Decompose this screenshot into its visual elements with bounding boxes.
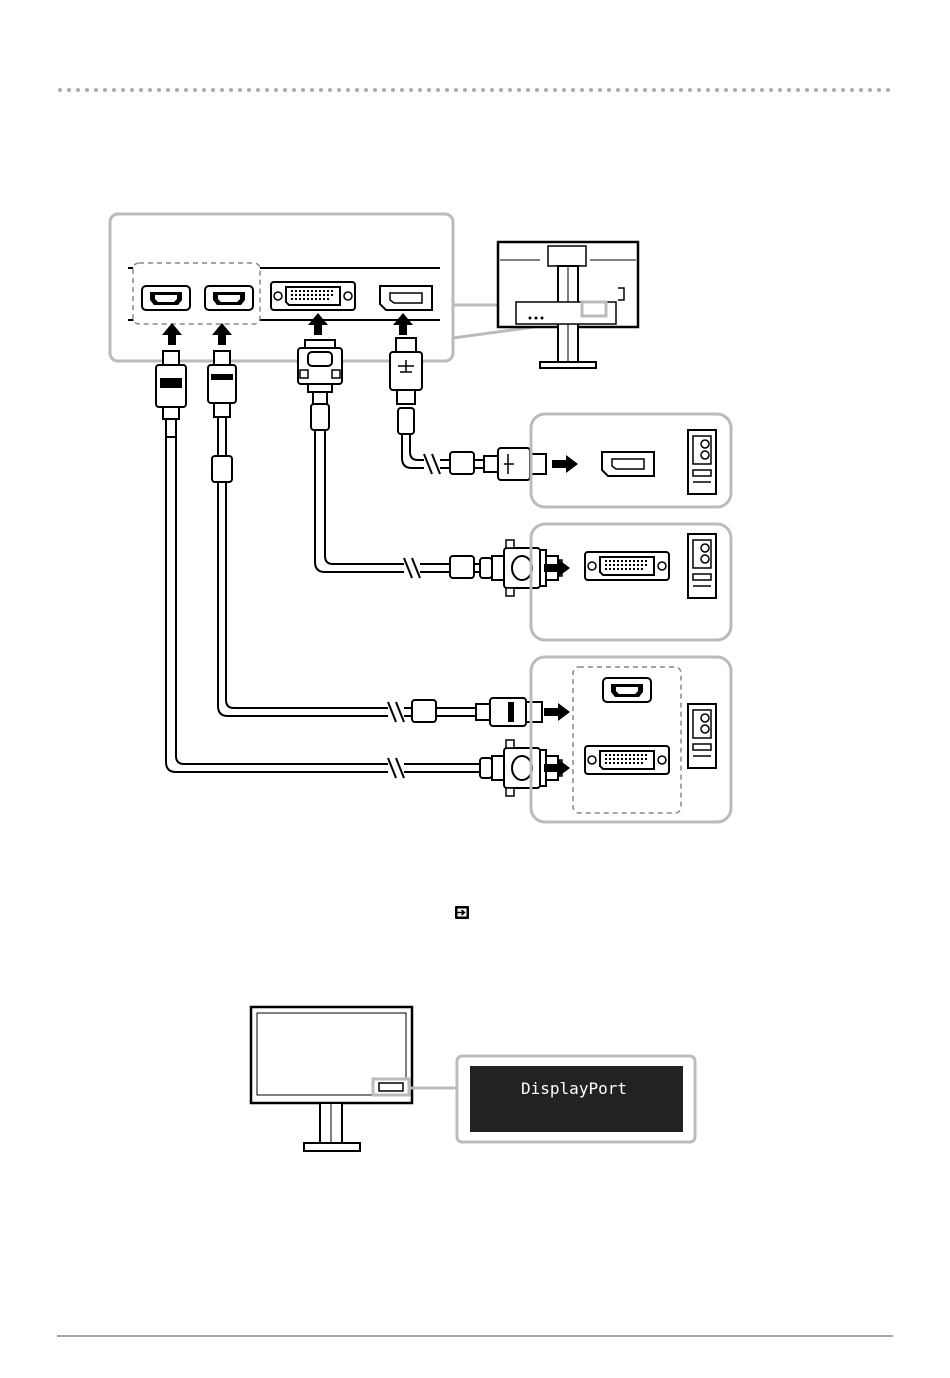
arrow-up-icon xyxy=(393,313,413,335)
arrow-right-icon xyxy=(552,455,578,473)
dvi-port xyxy=(585,746,669,774)
arrow-up-icon xyxy=(162,323,182,345)
hdmi-port xyxy=(603,678,651,702)
displayport-port xyxy=(602,452,654,476)
input-select-icon xyxy=(455,906,469,919)
pc-tower-icon xyxy=(688,704,716,768)
dvi-port xyxy=(271,282,355,310)
input-signal-panel: DisplayPort xyxy=(457,1056,695,1142)
pc-panel-hdmi-dvi xyxy=(531,657,731,822)
monitor-front-view xyxy=(251,1007,412,1151)
hdmi-plug-1 xyxy=(156,351,186,437)
monitor-rear-view xyxy=(498,242,638,368)
pc-panel-dvi xyxy=(531,524,731,640)
dvi-port xyxy=(585,552,669,580)
arrow-right-icon xyxy=(544,703,570,721)
input-display-text: DisplayPort xyxy=(521,1079,627,1098)
displayport-plug-pc xyxy=(484,448,546,480)
displayport-port xyxy=(380,286,432,310)
dvi-plug-top xyxy=(298,340,342,430)
pc-tower-icon xyxy=(688,534,716,598)
arrow-up-icon xyxy=(308,313,328,335)
displayport-plug-top xyxy=(390,338,422,434)
pc-tower-icon xyxy=(688,430,716,494)
arrow-up-icon xyxy=(212,323,232,345)
input-display-screen xyxy=(470,1066,683,1132)
ferrite-cores xyxy=(212,452,474,722)
